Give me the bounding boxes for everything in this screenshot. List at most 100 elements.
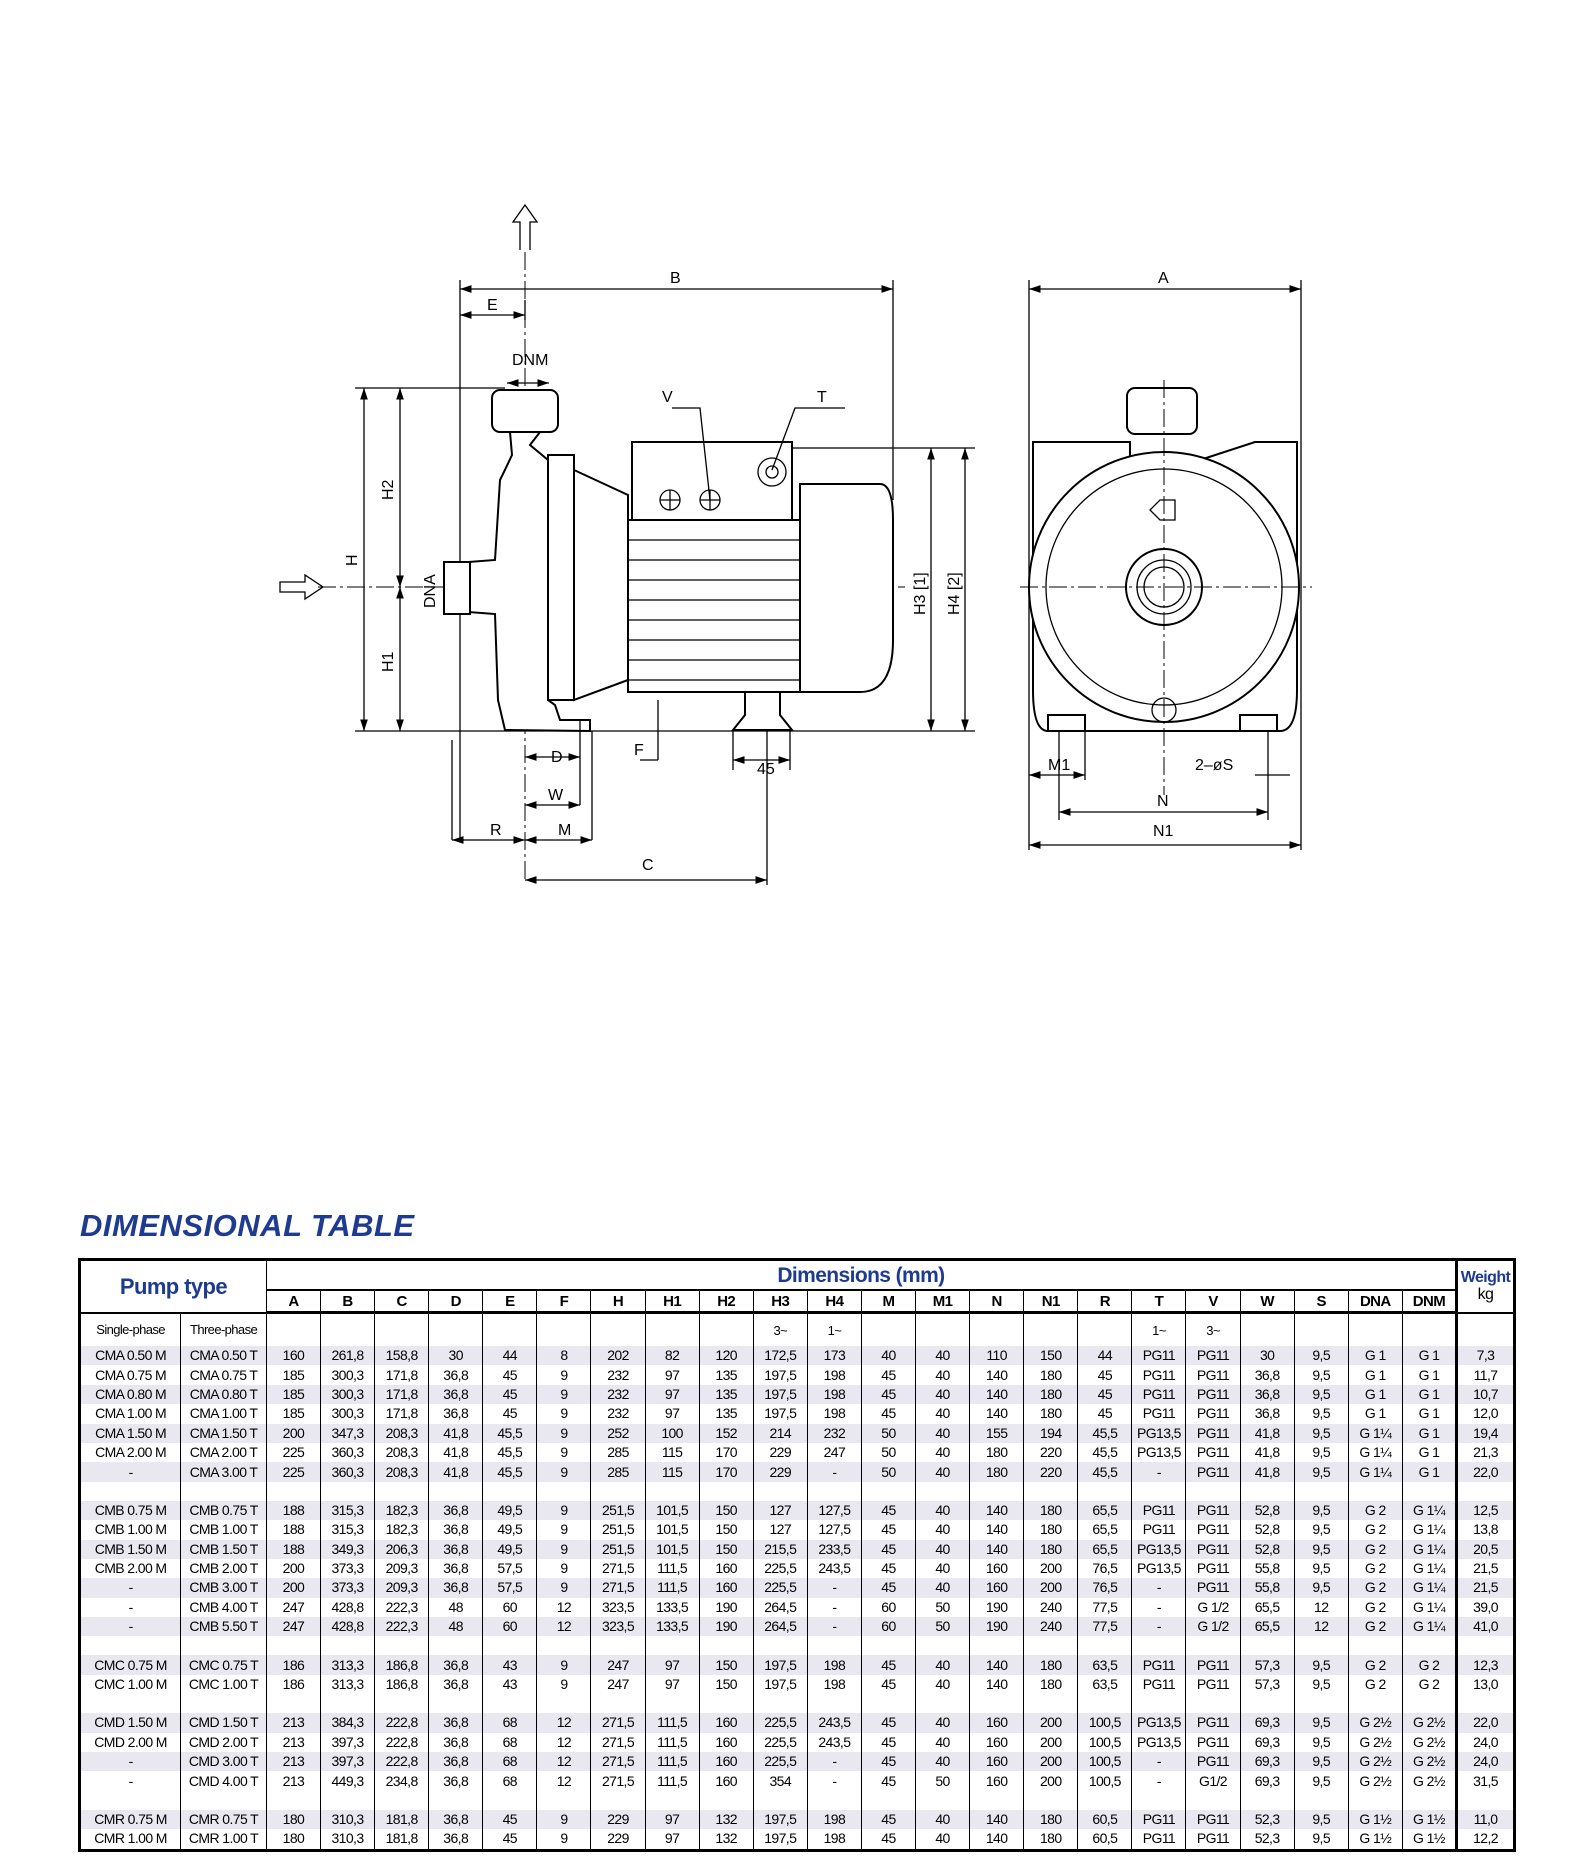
dimension-cell-n1: 180 [1023,1520,1079,1540]
dimension-cell-n1: 200 [1023,1771,1079,1791]
phase-mark [915,1312,971,1346]
dimension-cell-m: 60 [860,1617,917,1637]
phase-mark: 1~ [806,1312,862,1346]
dimension-cell-w: 57,3 [1239,1655,1295,1675]
dimension-cell-h4: - [806,1597,862,1618]
dimension-cell-f: 12 [536,1732,592,1753]
dimension-cell-n: 140 [969,1539,1025,1559]
dimension-cell-e: 57,5 [482,1558,538,1579]
dimension-cell-h: 247 [590,1655,646,1675]
single-phase-model: CMA 1.00 M [78,1404,182,1424]
dimension-cell-t: PG11 [1131,1520,1187,1540]
dimension-cell-h: 232 [590,1365,646,1385]
dimension-cell-r: 65,5 [1077,1500,1133,1521]
dimension-cell-h1: 115 [644,1462,700,1482]
dimension-cell-d: 36,8 [428,1520,484,1540]
dimension-cell-dnm: G 1¼ [1401,1539,1458,1559]
dimension-cell-r: 63,5 [1077,1655,1133,1675]
three-phase-model: CMA 2.00 T [180,1442,267,1463]
dimension-cell-v: PG11 [1185,1655,1241,1675]
dimension-cell-dnm: G 1¼ [1401,1617,1458,1637]
dim-label-h4: H4 [2] [946,572,963,615]
dimension-cell-n: 160 [969,1732,1025,1753]
dimension-cell-w: 36,8 [1239,1384,1295,1405]
dimension-cell-dnm: G 1 [1401,1384,1458,1405]
pump-type-header: Pump type [79,1259,267,1314]
weight-cell: 22,0 [1455,1462,1515,1482]
dimension-cell-dna: G 2½ [1347,1771,1403,1791]
dimension-cell-dna: G 2½ [1347,1752,1403,1772]
dimension-cell-r: 45 [1077,1404,1133,1424]
dimension-cell-n: 180 [969,1462,1025,1482]
three-phase-model: CMC 0.75 T [180,1655,267,1675]
dimension-cell-h1: 97 [644,1655,700,1675]
dimension-cell-m: 45 [860,1365,917,1385]
phase-mark [536,1312,592,1346]
dimension-cell-w: 69,3 [1239,1732,1295,1753]
dimension-cell-dnm: G 2½ [1401,1713,1458,1733]
column-header-r: R [1077,1290,1133,1314]
dimension-cell-t: PG11 [1131,1829,1187,1851]
dim-label-h: H [344,554,361,566]
dimension-cell-n1: 180 [1023,1384,1079,1405]
dimension-cell-h: 285 [590,1462,646,1482]
dimension-cell-e: 68 [482,1771,538,1791]
three-phase-model: CMA 0.80 T [180,1384,267,1405]
dimension-cell-n: 140 [969,1384,1025,1405]
weight-cell: 11,7 [1455,1365,1515,1385]
dimension-cell-h4: 198 [806,1809,862,1830]
dimension-cell-t: PG11 [1131,1365,1187,1385]
dimension-cell-h3: 197,5 [752,1829,808,1851]
three-phase-model: CMB 3.00 T [180,1578,267,1598]
dimension-cell-h1: 111,5 [644,1732,700,1753]
dimension-cell-c: 171,8 [374,1365,430,1385]
dimension-cell-h4: 243,5 [806,1732,862,1753]
three-phase-model: CMD 4.00 T [180,1771,267,1791]
dimension-cell-m1: 40 [915,1365,971,1385]
single-phase-model: CMB 1.50 M [78,1539,182,1559]
dimension-cell-r: 63,5 [1077,1674,1133,1695]
dimension-cell-v: PG11 [1185,1442,1241,1463]
phase-mark [590,1312,646,1346]
dimension-cell-w: 36,8 [1239,1404,1295,1424]
dimension-cell-b: 373,3 [319,1578,376,1598]
dimension-cell-n: 190 [969,1597,1025,1618]
dimension-cell-v: PG11 [1185,1384,1241,1405]
dimension-cell-b: 313,3 [319,1674,376,1695]
column-header-n: N [969,1290,1025,1314]
dimension-cell-h3: 197,5 [752,1404,808,1424]
dimension-cell-h2: 152 [698,1423,754,1443]
dimension-cell-h: 271,5 [590,1713,646,1733]
dimension-cell-v: G1/2 [1185,1771,1241,1791]
dimension-cell-m: 45 [860,1500,917,1521]
dimension-cell-dnm: G 1 [1401,1346,1458,1366]
dimension-cell-d: 36,8 [428,1558,484,1579]
weight-cell: 10,7 [1455,1384,1515,1405]
dimension-cell-d: 41,8 [428,1423,484,1443]
dimension-cell-d: 36,8 [428,1578,484,1598]
dim-label-b: B [670,270,681,287]
dimension-cell-v: PG11 [1185,1713,1241,1733]
dim-label-t: T [817,389,827,406]
dimension-cell-w: 52,8 [1239,1539,1295,1559]
phase-mark [1239,1312,1295,1346]
dimension-cell-n1: 200 [1023,1558,1079,1579]
dimension-cell-m: 45 [860,1384,917,1405]
dimension-cell-n: 160 [969,1771,1025,1791]
dimension-cell-e: 68 [482,1732,538,1753]
dimension-cell-n1: 200 [1023,1752,1079,1772]
dimension-cell-f: 9 [536,1829,592,1851]
dimension-cell-t: PG13,5 [1131,1713,1187,1733]
dim-label-f: F [634,742,644,759]
dimension-cell-s: 9,5 [1293,1752,1349,1772]
dimension-cell-c: 222,8 [374,1752,430,1772]
dimension-cell-f: 9 [536,1462,592,1482]
dimension-cell-dna: G 2 [1347,1597,1403,1618]
dimension-cell-m: 45 [860,1752,917,1772]
dimension-cell-n: 140 [969,1829,1025,1851]
dimension-cell-a: 247 [265,1597,321,1618]
dimension-cell-n: 140 [969,1404,1025,1424]
